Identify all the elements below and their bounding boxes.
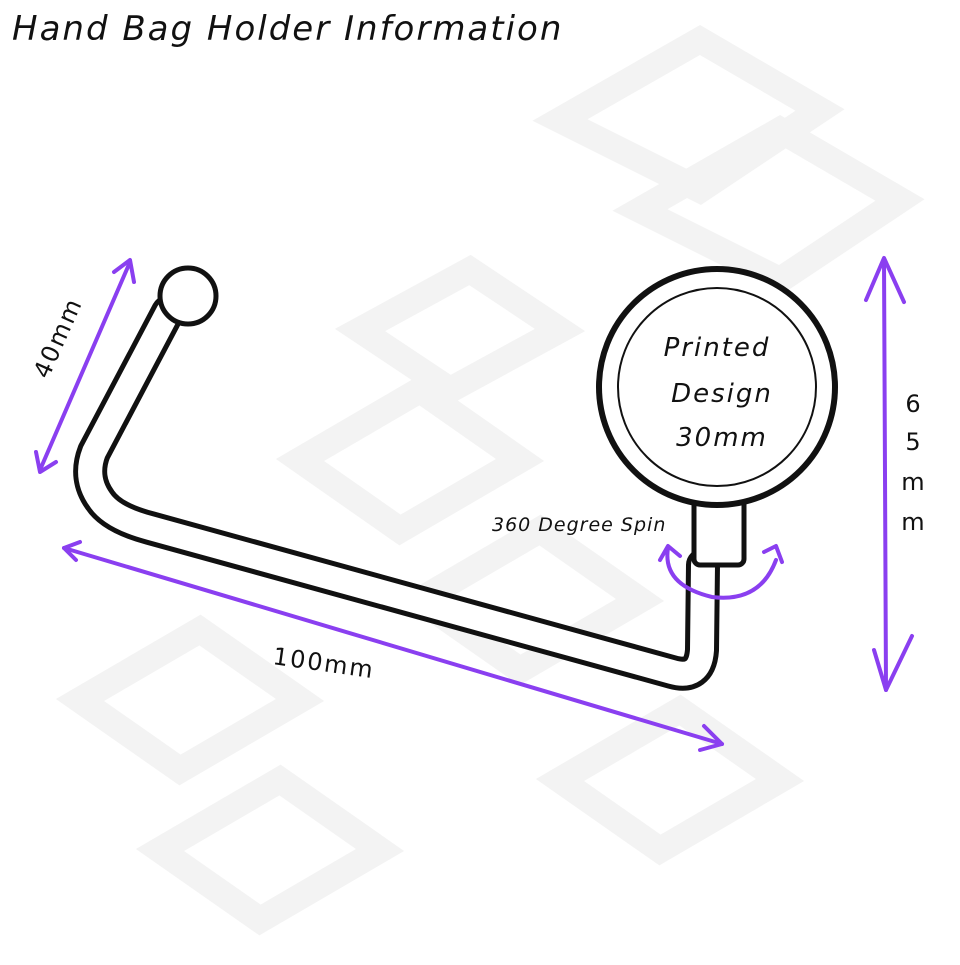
diagram-title: Hand Bag Holder Information xyxy=(12,9,563,49)
disc-label-line2: Design xyxy=(671,379,773,409)
total-height-label-char-4: m xyxy=(901,508,926,536)
ball-end xyxy=(157,265,219,327)
hook-arm xyxy=(73,295,720,691)
disc-label-line1: Printed xyxy=(664,333,771,363)
height-dimension-arrow xyxy=(34,258,136,474)
disc-label-line3: 30mm xyxy=(676,423,768,453)
total-height-dimension-arrow xyxy=(864,256,914,692)
watermark-pattern xyxy=(55,24,925,936)
spin-label: 360 Degree Spin xyxy=(492,514,666,536)
length-dimension-arrow xyxy=(62,540,724,752)
total-height-label-char-2: 5 xyxy=(905,428,922,456)
height-dimension-label: 40mm xyxy=(28,293,88,382)
total-height-label-char-1: 6 xyxy=(905,390,922,418)
total-height-label-char-3: m xyxy=(901,468,926,496)
printed-disc-inner xyxy=(617,287,817,487)
spin-arrow xyxy=(658,544,784,600)
